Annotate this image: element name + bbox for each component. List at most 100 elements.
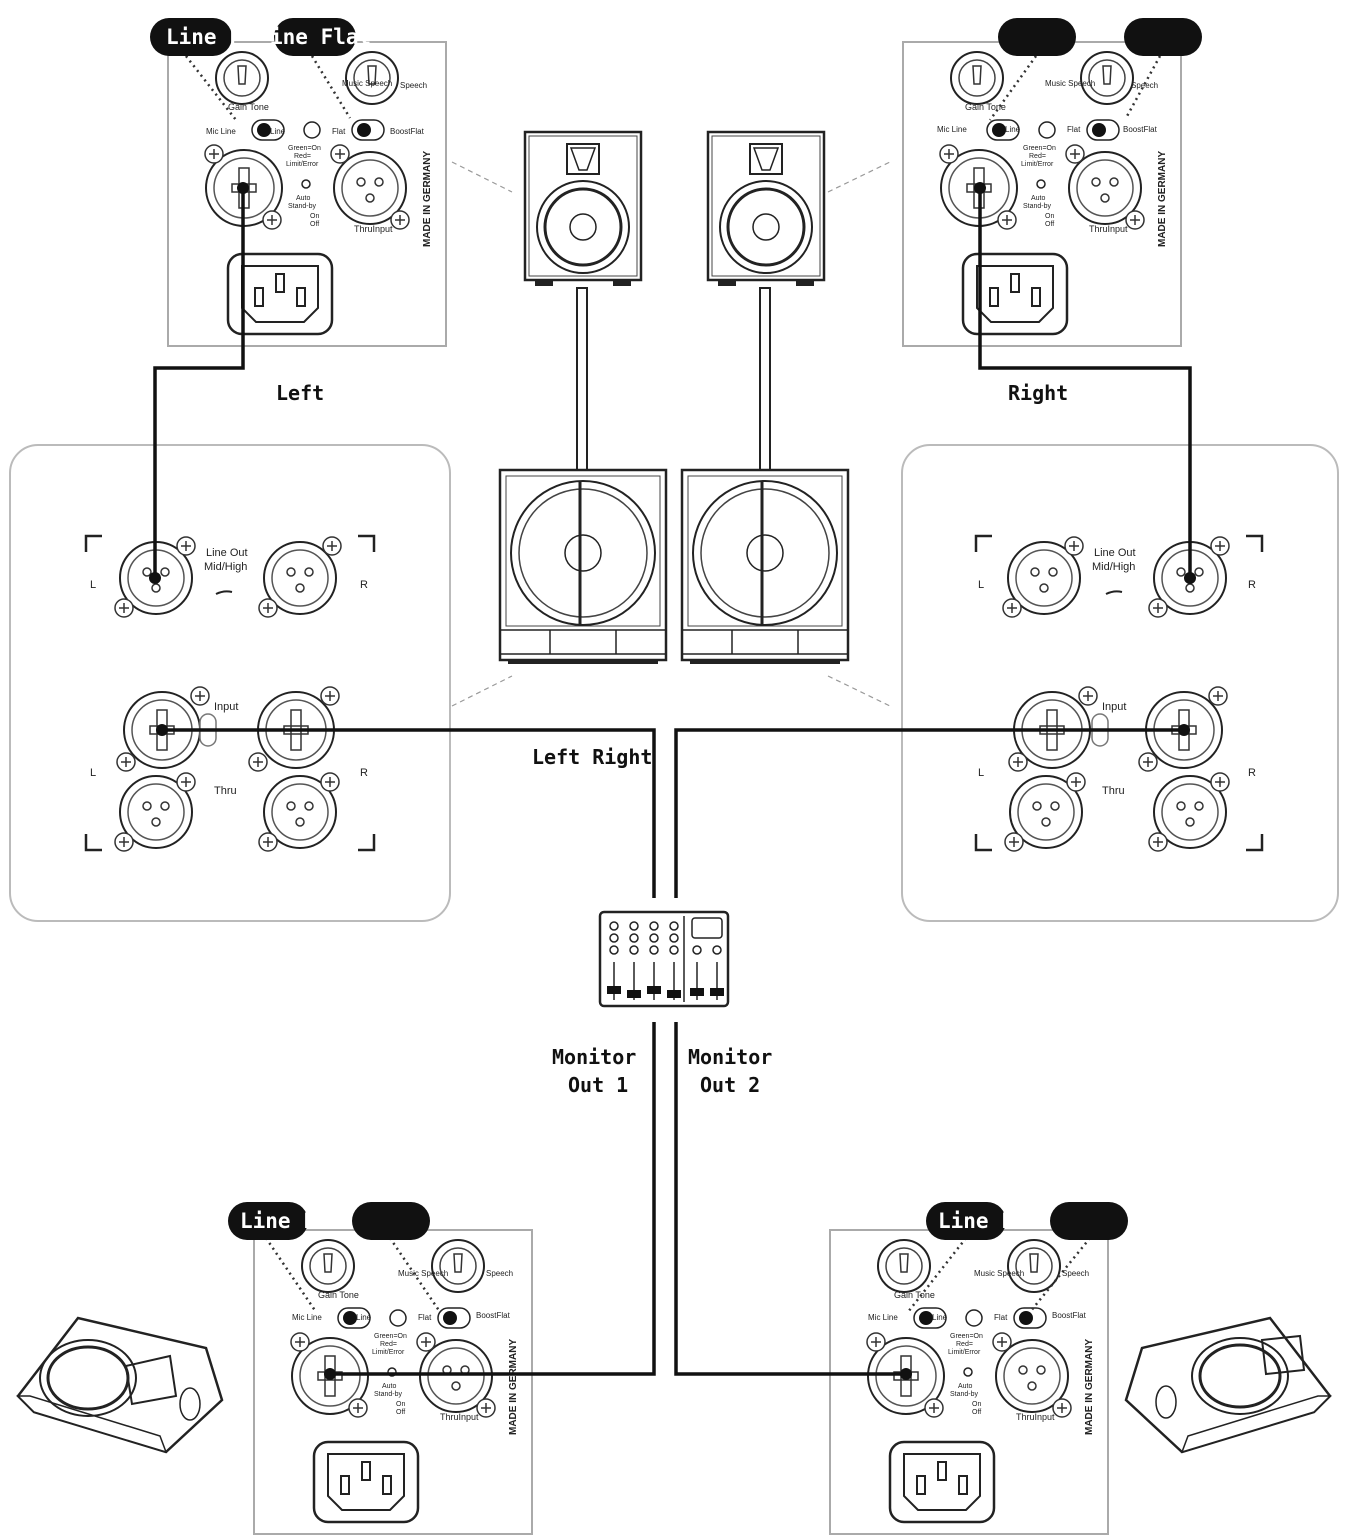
callout-text-top-left-2: ine Flat bbox=[270, 25, 371, 49]
gain-tone-label: Gain Tone bbox=[965, 102, 1006, 112]
flat-label: Flat bbox=[418, 1313, 432, 1322]
subwoofer-left bbox=[498, 468, 668, 666]
label-monitor-out-2-line1: Monitor bbox=[688, 1045, 772, 1069]
auto-label: Auto bbox=[382, 1383, 397, 1390]
line-out-label-left: Line Out bbox=[206, 547, 248, 559]
input-label-left: Input bbox=[214, 701, 238, 713]
l-label-left-bottom: L bbox=[90, 767, 96, 779]
speech-label: Speech bbox=[486, 1269, 513, 1278]
boost-flat-label: BoostFlat bbox=[1123, 125, 1158, 134]
standby-label: Stand-by bbox=[1023, 203, 1052, 210]
made-in-germany-label: MADE IN GERMANY bbox=[1084, 1339, 1095, 1435]
subwoofer-right bbox=[680, 468, 850, 666]
cable-endpoints bbox=[149, 182, 1196, 1380]
amp-panel-bottom-left: Gain Tone Mic Line Line Flat BoostFlat M… bbox=[254, 1230, 532, 1534]
callout-leaders bbox=[185, 55, 1162, 1313]
off-label: Off bbox=[972, 1409, 981, 1416]
input-label-right: Input bbox=[1102, 701, 1126, 713]
amp-panel-bottom-right: Gain Tone Mic Line Line Flat BoostFlat M… bbox=[830, 1230, 1108, 1534]
gain-tone-label: Gain Tone bbox=[894, 1290, 935, 1300]
line-out-label-right: Line Out bbox=[1094, 547, 1136, 559]
sub-panel-right bbox=[901, 444, 1339, 922]
mic-line-label: Mic Line bbox=[868, 1313, 898, 1322]
speech-label: Speech bbox=[400, 81, 427, 90]
thru-label-right: Thru bbox=[1102, 785, 1125, 797]
limit-error-label: Limit/Error bbox=[372, 1349, 405, 1356]
l-label-right-top: L bbox=[978, 579, 984, 591]
flat-label: Flat bbox=[994, 1313, 1008, 1322]
label-monitor-out-1-line2: Out 1 bbox=[568, 1073, 628, 1097]
label-monitor-out-2-line2: Out 2 bbox=[700, 1073, 760, 1097]
standby-label: Stand-by bbox=[950, 1391, 979, 1398]
mid-high-label-left: Mid/High bbox=[204, 561, 247, 573]
on-label: On bbox=[1045, 213, 1054, 220]
label-right: Right bbox=[1008, 381, 1068, 405]
gain-tone-label: Gain Tone bbox=[228, 102, 269, 112]
line-label: Line bbox=[1005, 125, 1021, 134]
auto-label: Auto bbox=[296, 195, 311, 202]
music-speech-label: Music Speech bbox=[342, 79, 392, 88]
on-label: On bbox=[972, 1401, 981, 1408]
thru-input-label: ThruInput bbox=[440, 1412, 479, 1422]
r-label-right-bottom: R bbox=[1248, 767, 1256, 779]
satellite-speaker-right bbox=[706, 130, 826, 473]
callout-text-bottom-right-1: Line F bbox=[938, 1209, 1014, 1233]
boost-flat-label: BoostFlat bbox=[390, 127, 425, 136]
green-on-label: Green=On bbox=[950, 1333, 983, 1340]
limit-error-label: Limit/Error bbox=[948, 1349, 981, 1356]
made-in-germany-label: MADE IN GERMANY bbox=[1157, 151, 1168, 247]
flat-label: Flat bbox=[332, 127, 346, 136]
made-in-germany-label: MADE IN GERMANY bbox=[508, 1339, 519, 1435]
line-label: Line bbox=[932, 1313, 948, 1322]
line-label: Line bbox=[270, 127, 286, 136]
l-label-left-top: L bbox=[90, 579, 96, 591]
red-label: Red= bbox=[1029, 153, 1046, 160]
r-label-left-bottom: R bbox=[360, 767, 368, 779]
auto-label: Auto bbox=[1031, 195, 1046, 202]
label-left-right: Left Right bbox=[532, 745, 652, 769]
on-label: On bbox=[310, 213, 319, 220]
boost-flat-label: BoostFlat bbox=[1052, 1311, 1087, 1320]
callout-text-top-left-1: Line F bbox=[166, 25, 242, 49]
gain-tone-label: Gain Tone bbox=[318, 1290, 359, 1300]
red-label: Red= bbox=[294, 153, 311, 160]
l-label-right-bottom: L bbox=[978, 767, 984, 779]
amp-panel-top-left: Gain Tone Mic Line Line Flat BoostFlat M… bbox=[168, 42, 446, 346]
r-label-left-top: R bbox=[360, 579, 368, 591]
made-in-germany-label: MADE IN GERMANY bbox=[422, 151, 433, 247]
off-label: Off bbox=[1045, 221, 1054, 228]
green-on-label: Green=On bbox=[1023, 145, 1056, 152]
label-left: Left bbox=[276, 381, 324, 405]
cables bbox=[153, 188, 1192, 1376]
red-label: Red= bbox=[956, 1341, 973, 1348]
standby-label: Stand-by bbox=[288, 203, 317, 210]
amp-panel-top-right: Gain Tone Mic Line Line Flat BoostFlat M… bbox=[903, 42, 1181, 346]
label-monitor-out-1-line1: Monitor bbox=[552, 1045, 636, 1069]
music-speech-label: Music Speech bbox=[1045, 79, 1095, 88]
music-speech-label: Music Speech bbox=[398, 1269, 448, 1278]
standby-label: Stand-by bbox=[374, 1391, 403, 1398]
sub-panel-left bbox=[9, 444, 451, 922]
red-label: Red= bbox=[380, 1341, 397, 1348]
satellite-speaker-left bbox=[523, 130, 643, 473]
limit-error-label: Limit/Error bbox=[1021, 161, 1054, 168]
mic-line-label: Mic Line bbox=[206, 127, 236, 136]
r-label-right-top: R bbox=[1248, 579, 1256, 591]
mic-line-label: Mic Line bbox=[292, 1313, 322, 1322]
speech-label: Speech bbox=[1131, 81, 1158, 90]
floor-monitor-right bbox=[1124, 1316, 1332, 1454]
panel-guide-lines bbox=[451, 161, 891, 707]
speech-label: Speech bbox=[1062, 1269, 1089, 1278]
floor-monitor-left bbox=[16, 1316, 224, 1454]
thru-input-label: ThruInput bbox=[1089, 224, 1128, 234]
off-label: Off bbox=[396, 1409, 405, 1416]
callout-text-bottom-left-1: Line F bbox=[240, 1209, 316, 1233]
callout-pills bbox=[150, 18, 1202, 1240]
thru-input-label: ThruInput bbox=[354, 224, 393, 234]
thru-input-label: ThruInput bbox=[1016, 1412, 1055, 1422]
mid-high-label-right: Mid/High bbox=[1092, 561, 1135, 573]
green-on-label: Green=On bbox=[288, 145, 321, 152]
off-label: Off bbox=[310, 221, 319, 228]
boost-flat-label: BoostFlat bbox=[476, 1311, 511, 1320]
